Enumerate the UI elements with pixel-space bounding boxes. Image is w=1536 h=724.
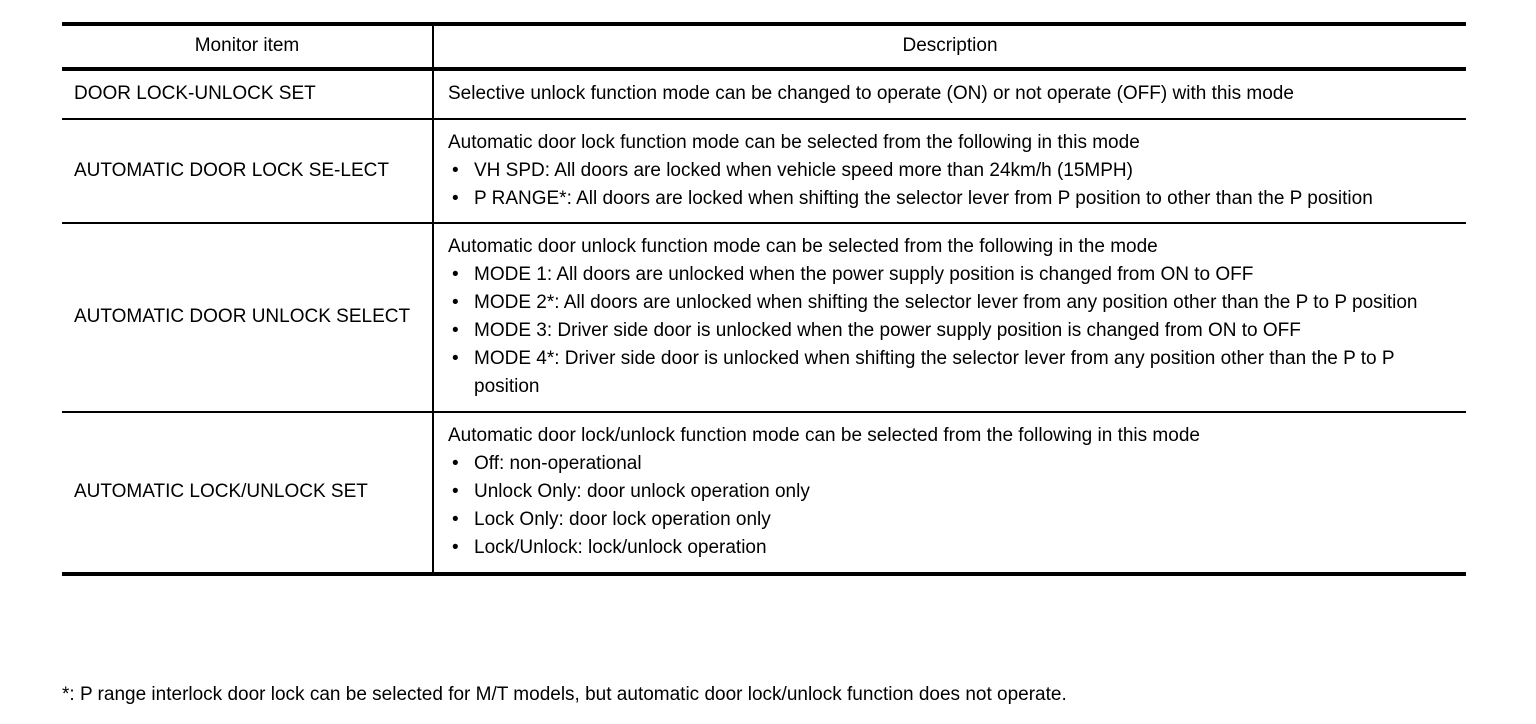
list-item: • MODE 3: Driver side door is unlocked w… (448, 317, 1456, 345)
bullet-icon: • (452, 159, 459, 181)
list-item-text: VH SPD: All doors are locked when vehicl… (474, 159, 1133, 181)
bullet-icon: • (452, 536, 459, 558)
table-header-row: Monitor item Description (62, 22, 1466, 71)
list-item: • Unlock Only: door unlock operation onl… (448, 478, 1456, 506)
list-item-text: MODE 2*: All doors are unlocked when shi… (474, 292, 1418, 314)
monitor-item-label: DOOR LOCK-UNLOCK SET (62, 68, 434, 120)
list-item: • Lock Only: door lock operation only (448, 506, 1456, 534)
table-row: AUTOMATIC LOCK/UNLOCK SET Automatic door… (62, 412, 1466, 576)
list-item: • MODE 4*: Driver side door is unlocked … (448, 345, 1456, 401)
table-row: AUTOMATIC DOOR LOCK SE-LECT Automatic do… (62, 118, 1466, 225)
bullet-icon: • (452, 348, 459, 370)
monitor-item-table: Monitor item Description DOOR LOCK-UNLOC… (62, 22, 1466, 576)
description-cell: Selective unlock function mode can be ch… (433, 68, 1466, 120)
list-item-text: MODE 3: Driver side door is unlocked whe… (474, 320, 1301, 342)
table-body: DOOR LOCK-UNLOCK SET Selective unlock fu… (62, 68, 1466, 576)
description-lead-text: Automatic door lock function mode can be… (448, 131, 1140, 153)
monitor-item-label: AUTOMATIC LOCK/UNLOCK SET (62, 412, 434, 576)
description-bullet-list: • VH SPD: All doors are locked when vehi… (448, 157, 1456, 213)
list-item: • Off: non-operational (448, 450, 1456, 478)
bullet-icon: • (452, 452, 459, 474)
bullet-icon: • (452, 508, 459, 530)
list-item-text: Off: non-operational (474, 452, 642, 474)
description-bullet-list: • Off: non-operational • Unlock Only: do… (448, 450, 1456, 562)
list-item: • VH SPD: All doors are locked when vehi… (448, 157, 1456, 185)
list-item: • P RANGE*: All doors are locked when sh… (448, 185, 1456, 213)
table-row: DOOR LOCK-UNLOCK SET Selective unlock fu… (62, 68, 1466, 120)
list-item: • MODE 1: All doors are unlocked when th… (448, 261, 1456, 289)
monitor-item-table-container: Monitor item Description DOOR LOCK-UNLOC… (62, 22, 1466, 576)
monitor-item-label: AUTOMATIC DOOR UNLOCK SELECT (62, 223, 434, 414)
list-item: • MODE 2*: All doors are unlocked when s… (448, 289, 1456, 317)
table-footnote: *: P range interlock door lock can be se… (62, 684, 1067, 705)
description-cell: Automatic door lock function mode can be… (433, 118, 1466, 225)
list-item-text: MODE 1: All doors are unlocked when the … (474, 264, 1254, 286)
column-header-description: Description (433, 22, 1466, 71)
description-bullet-list: • MODE 1: All doors are unlocked when th… (448, 261, 1456, 401)
bullet-icon: • (452, 264, 459, 286)
list-item: • Lock/Unlock: lock/unlock operation (448, 534, 1456, 562)
list-item-text: MODE 4*: Driver side door is unlocked wh… (474, 348, 1395, 398)
bullet-icon: • (452, 480, 459, 502)
list-item-text: Lock/Unlock: lock/unlock operation (474, 536, 767, 558)
table-header: Monitor item Description (62, 22, 1466, 71)
list-item-text: Unlock Only: door unlock operation only (474, 480, 810, 502)
bullet-icon: • (452, 320, 459, 342)
description-lead-text: Selective unlock function mode can be ch… (448, 82, 1294, 104)
monitor-item-label: AUTOMATIC DOOR LOCK SE-LECT (62, 118, 434, 225)
bullet-icon: • (452, 187, 459, 209)
list-item-text: Lock Only: door lock operation only (474, 508, 771, 530)
list-item-text: P RANGE*: All doors are locked when shif… (474, 187, 1373, 209)
description-lead-text: Automatic door lock/unlock function mode… (448, 425, 1200, 447)
description-cell: Automatic door lock/unlock function mode… (433, 412, 1466, 576)
description-lead-text: Automatic door unlock function mode can … (448, 236, 1158, 258)
table-row: AUTOMATIC DOOR UNLOCK SELECT Automatic d… (62, 223, 1466, 414)
bullet-icon: • (452, 292, 459, 314)
column-header-monitor-item: Monitor item (62, 22, 434, 71)
description-cell: Automatic door unlock function mode can … (433, 223, 1466, 414)
